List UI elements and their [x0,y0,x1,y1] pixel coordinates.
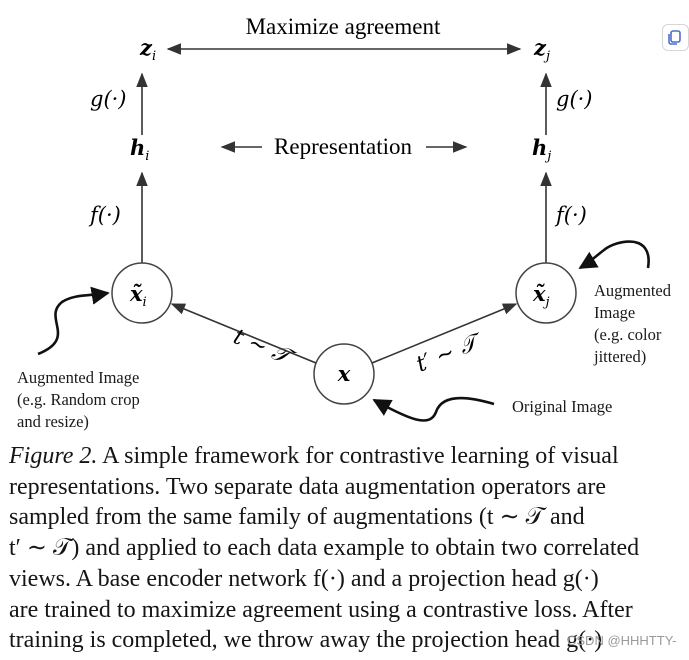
t-label: t ∼ 𝒯 [230,324,300,372]
h-i-label: hi [130,135,149,164]
pointer-arrow-bottom [372,396,495,422]
augmented-right-label: Augmented Image (e.g. color jittered) [593,281,675,366]
representation-label: Representation [274,134,412,159]
caption-line: sampled from the same family of augmenta… [9,504,585,531]
copy-button[interactable] [662,24,689,51]
caption-line: training is completed, we throw away the… [9,627,603,654]
x-label: x [337,361,351,386]
original-image-label: Original Image [512,397,612,416]
z-j-label: zj [533,35,550,64]
watermark: CSDN @HHHTTY- [567,633,677,648]
x-j-node [515,262,577,324]
z-i-label: zi [139,35,156,64]
caption-line: views. A base encoder network f(·) and a… [9,565,599,592]
augmented-left-label: Augmented Image (e.g. Random crop and re… [17,368,144,431]
g-label-right: g(·) [556,87,593,111]
t-prime-label: t′ ∼ 𝒯 [413,328,488,377]
caption-line: Figure 2. A simple framework for contras… [9,443,619,469]
maximize-agreement-label: Maximize agreement [246,14,441,39]
t-prime-arrow [371,303,518,364]
x-j-label: x̃j [532,281,550,310]
caption-line: are trained to maximize agreement using … [9,596,633,623]
figure-label: Figure 2. [9,443,98,469]
x-i-node [111,262,173,324]
pointer-arrow-left [37,286,110,356]
x-i-label: x̃i [129,281,147,310]
f-label-right: f(·) [554,203,587,227]
t-arrow [170,303,317,364]
caption-line: t′ ∼ 𝒯) and applied to each data example… [9,535,640,562]
pointer-arrow-right [578,240,650,270]
h-j-label: hj [532,135,551,164]
simclr-diagram: Maximize agreement zi zj g(·) g(·) hi hj… [17,14,675,431]
x-node [313,343,375,405]
g-label-left: g(·) [90,87,127,111]
figure-caption: Figure 2. A simple framework for contras… [9,441,685,656]
copy-icon [668,30,681,45]
f-label-left: f(·) [88,203,121,227]
caption-line: representations. Two separate data augme… [9,473,606,500]
